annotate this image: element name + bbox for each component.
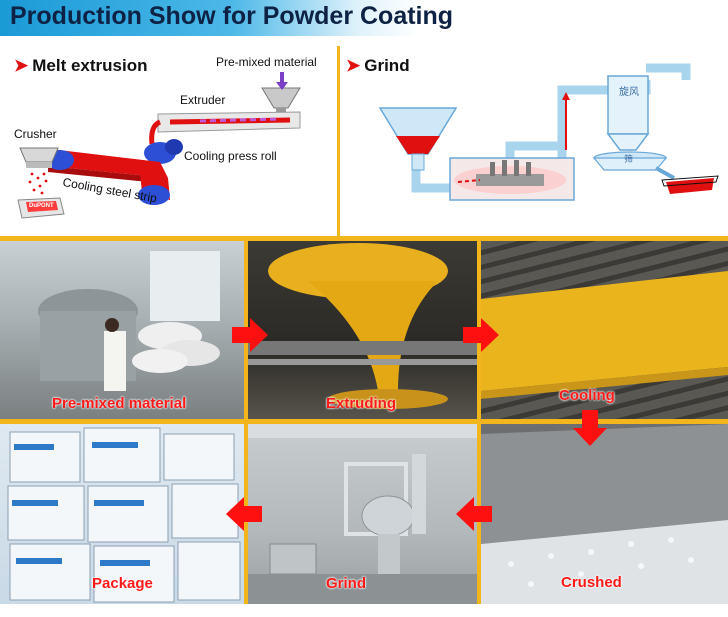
- extruder-barrel-icon: [157, 111, 301, 133]
- photo-package: Package: [0, 424, 244, 604]
- photo-grind: Grind: [248, 424, 477, 604]
- grind-diagram: 旋风 筛: [340, 50, 728, 230]
- arrow-right-2-icon: [463, 318, 499, 352]
- label-cyclone: 旋风: [619, 87, 639, 98]
- caption-premixed: Pre-mixed material: [52, 395, 187, 412]
- grind-heading: ➤Grind: [346, 56, 410, 75]
- grinding-mill-icon: [449, 157, 575, 201]
- arrow-right-1-icon: [232, 318, 268, 352]
- cooling-steel-strip-icon: [42, 148, 170, 205]
- photo-extruding: Extruding: [248, 241, 477, 419]
- label-crusher: Crusher: [14, 127, 57, 141]
- cyclone-separator-icon: [606, 75, 650, 151]
- cooling-press-roll-icon: [144, 139, 183, 164]
- powder-particles-icon: [28, 172, 48, 195]
- photo-crushed: Crushed: [481, 424, 728, 604]
- red-arrow-icon: ➤: [14, 56, 29, 75]
- melt-extrusion-heading: ➤Melt extrusion: [14, 56, 148, 75]
- label-extruder: Extruder: [180, 93, 226, 107]
- title-banner: Production Show for Powder Coating: [0, 0, 453, 36]
- page-title: Production Show for Powder Coating: [10, 2, 454, 30]
- red-arrow-icon: ➤: [346, 56, 361, 75]
- caption-extruding: Extruding: [326, 395, 396, 412]
- gold-rule-top: [0, 236, 728, 241]
- powder-tray-icon: [17, 197, 65, 219]
- feed-hopper-icon: [378, 107, 458, 171]
- collection-tray-icon: [661, 175, 719, 194]
- caption-grind: Grind: [326, 575, 366, 592]
- photo-premixed-material: Pre-mixed material: [0, 241, 244, 419]
- gold-rule-middle: [0, 419, 728, 424]
- hopper-icon: [261, 72, 301, 116]
- label-sieve: 筛: [624, 154, 634, 164]
- caption-cooling: Cooling: [559, 387, 615, 404]
- section-divider: [337, 46, 340, 236]
- label-tray: DuPONT: [29, 203, 54, 209]
- caption-crushed: Crushed: [561, 574, 622, 591]
- arrow-left-1-icon: [456, 497, 492, 531]
- label-cooling-roll: Cooling press roll: [184, 149, 277, 163]
- caption-package: Package: [92, 575, 153, 592]
- melt-extrusion-diagram: Pre-mixed material Extruder Crusher Cool…: [0, 50, 335, 228]
- crusher-icon: [19, 147, 59, 168]
- label-premixed: Pre-mixed material: [216, 55, 317, 69]
- arrow-down-icon: [573, 410, 607, 446]
- arrow-left-2-icon: [226, 497, 262, 531]
- photo-cooling: Cooling: [481, 241, 728, 419]
- sieve-icon: [592, 151, 675, 180]
